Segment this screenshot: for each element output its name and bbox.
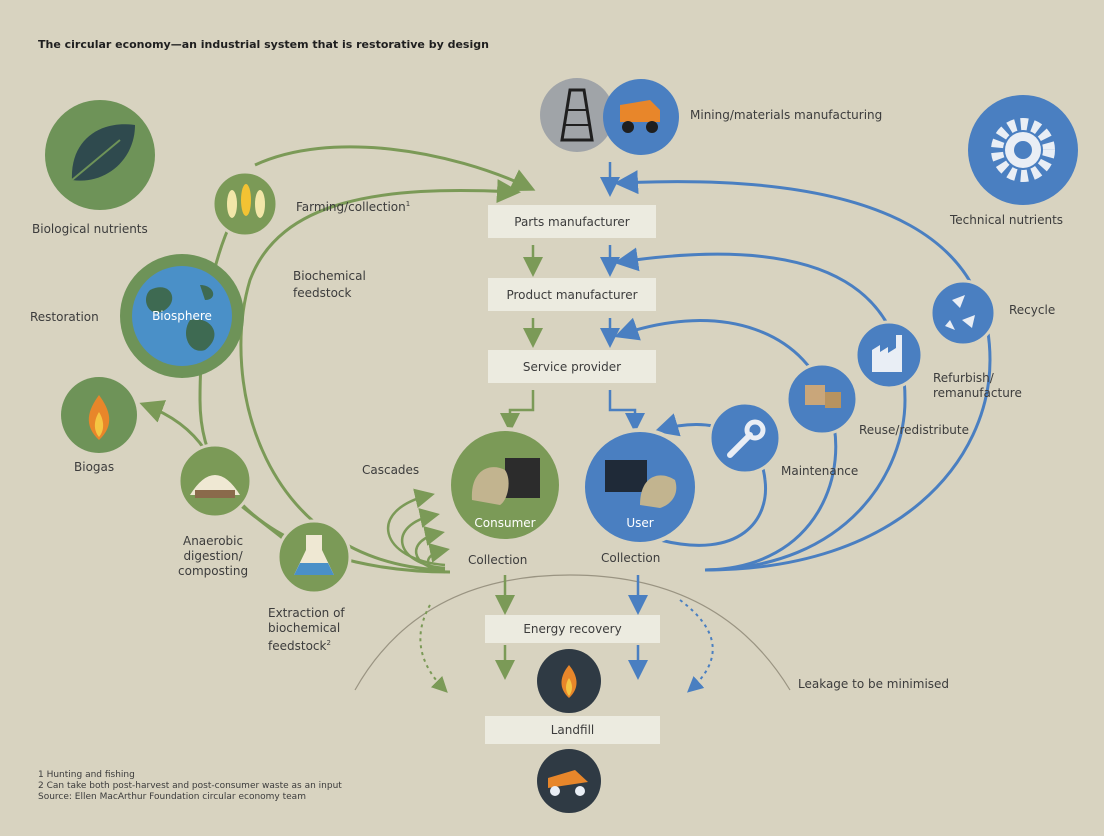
label-biological-nutrients: Biological nutrients <box>32 222 148 236</box>
label-biogas: Biogas <box>74 460 115 474</box>
label-extraction-note: 2 <box>326 639 331 647</box>
label-refurbish-2: remanufacture <box>933 386 1022 400</box>
label-refurbish: Refurbish/remanufacture <box>933 371 1022 401</box>
box-product-manufacturer: Product manufacturer <box>488 278 656 311</box>
bio-biogas-arrow <box>139 400 207 451</box>
energy-flame-icon <box>537 649 601 713</box>
bio-anaerobic-link <box>239 503 286 542</box>
dump-truck-icon <box>537 749 601 813</box>
gear-icon <box>968 95 1078 205</box>
tech-loop-recycle <box>614 170 992 572</box>
consumer-label: Consumer <box>474 516 535 530</box>
box-service-provider: Service provider <box>488 350 656 383</box>
mining-truck-icon <box>603 79 679 155</box>
cascade-arc-1 <box>386 488 446 567</box>
leakage-arrow-left <box>419 604 448 693</box>
label-technical-nutrients: Technical nutrients <box>950 213 1064 227</box>
label-recycle: Recycle <box>1009 303 1056 317</box>
label-collection-consumer: Collection <box>468 553 528 567</box>
leakage-arc <box>354 574 791 691</box>
label-reuse: Reuse/redistribute <box>859 423 970 437</box>
footnote-1: 1 Hunting and fishing <box>38 770 135 780</box>
label-anaerobic-2: digestion/ <box>183 549 243 563</box>
wrench-icon <box>708 401 782 475</box>
label-anaerobic-1: Anaerobic <box>182 534 244 548</box>
footnote-2: 2 Can take both post-harvest and post-co… <box>38 781 342 791</box>
label-biochemical-2: feedstock <box>293 286 352 300</box>
footnote-source: Source: Ellen MacArthur Foundation circu… <box>38 792 306 802</box>
diagram-title: The circular economy—an industrial syste… <box>38 38 489 51</box>
leaf-icon <box>45 100 155 210</box>
cascade-arc-4 <box>426 543 450 574</box>
label-farming: Farming/collection1 <box>296 197 410 215</box>
biosphere-label: Biosphere <box>152 309 212 323</box>
oil-derrick-icon <box>540 78 614 152</box>
label-collection-user: Collection <box>601 551 661 565</box>
footnotes: 1 Hunting and fishing 2 Can take both po… <box>38 770 342 803</box>
label-mining: Mining/materials manufacturing <box>690 108 883 122</box>
flask-icon <box>276 519 352 595</box>
flame-icon <box>61 377 137 453</box>
leakage-arrow-right <box>679 599 714 693</box>
consumer-icon <box>447 427 563 543</box>
factory-icon <box>854 320 924 390</box>
label-farming-note: 1 <box>405 200 411 208</box>
label-extraction-3: feedstock <box>268 639 327 653</box>
tech-loop-refurbish <box>614 247 907 572</box>
label-extraction-1: Extraction of <box>268 606 345 620</box>
wheat-fish-icon <box>211 170 279 238</box>
recycle-icon <box>929 279 997 347</box>
label-biochemical-1: Biochemical <box>293 269 366 283</box>
label-restoration: Restoration <box>30 310 99 324</box>
box-parts-manufacturer: Parts manufacturer <box>488 205 656 238</box>
tech-loop-maintenance <box>654 413 768 547</box>
globe-icon <box>120 254 244 378</box>
cascade-arc-2 <box>401 508 446 570</box>
label-maintenance: Maintenance <box>781 464 859 478</box>
label-extraction-2: biochemical <box>268 621 341 635</box>
label-refurbish-1: Refurbish/ <box>933 371 994 385</box>
green-arrow-3 <box>500 390 535 433</box>
box-energy-recovery: Energy recovery <box>485 615 660 643</box>
label-cascades: Cascades <box>362 463 420 477</box>
bio-loop-farming-to-parts <box>254 145 536 192</box>
bio-loop-outer <box>198 189 451 574</box>
label-biochemical-feedstock: Biochemical feedstock <box>293 268 366 302</box>
label-farming-text: Farming/collection <box>296 200 406 214</box>
label-leakage: Leakage to be minimised <box>798 677 950 691</box>
compost-icon <box>177 443 253 519</box>
user-icon <box>581 428 699 546</box>
label-anaerobic-3: composting <box>178 564 249 578</box>
box-landfill: Landfill <box>485 716 660 744</box>
user-label: User <box>626 516 653 530</box>
boxes-icon <box>785 362 859 436</box>
blue-arrow-4 <box>608 390 645 433</box>
